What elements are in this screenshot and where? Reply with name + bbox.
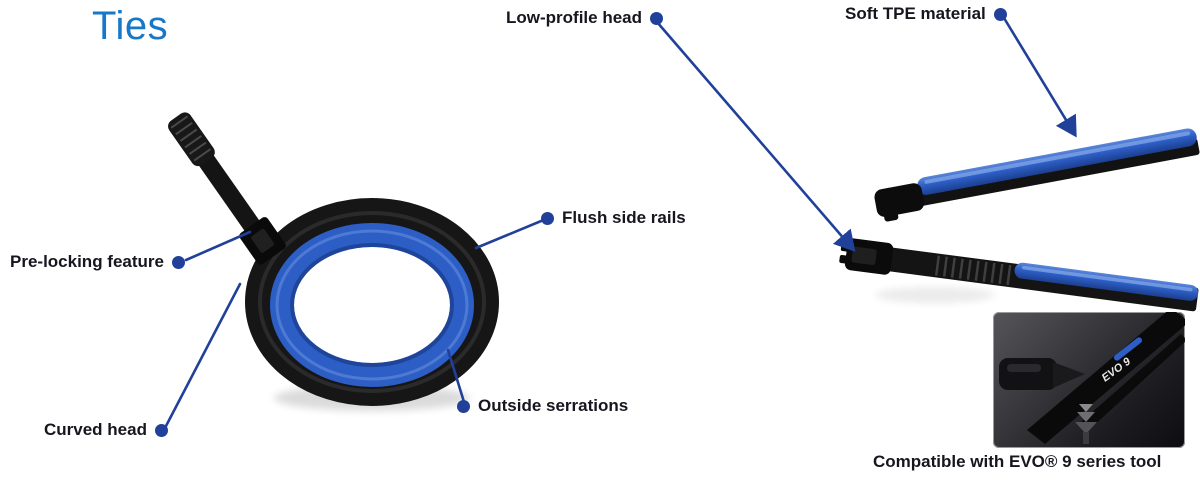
inset-tool-nose: [1053, 362, 1085, 388]
coil-head-pawl: [251, 228, 275, 253]
callout-low-profile-head-label: Low-profile head: [506, 8, 642, 27]
callout-dot: [457, 399, 470, 413]
inset-fir-tree-mount: [1075, 404, 1097, 444]
callout-lines: [164, 16, 1077, 428]
callout-outside-serrations: Outside serrations: [457, 396, 628, 416]
inset-photo-content: EVO 9: [999, 312, 1185, 444]
callout-line-soft-tpe: [1002, 16, 1077, 138]
inset-photo-evo-tool: EVO 9: [993, 312, 1185, 448]
straight-tie-upper: [874, 128, 1200, 222]
callout-line-flush-side-rails: [474, 217, 548, 250]
callout-soft-tpe-label: Soft TPE material: [845, 4, 986, 23]
inset-tool-body: [999, 358, 1057, 390]
inset-tie-strap-2: [1081, 334, 1185, 430]
page-title: Ties: [92, 4, 169, 48]
callout-dot: [541, 211, 554, 225]
callout-dot: [154, 423, 168, 437]
inset-caption: Compatible with EVO® 9 series tool: [873, 452, 1162, 471]
coil-head-and-tail: [168, 112, 286, 265]
callout-dot: [650, 11, 663, 25]
inset-tool-detail: [1007, 364, 1041, 372]
callout-line-outside-serrations: [446, 348, 466, 404]
callout-flush-side-rails-label: Flush side rails: [562, 208, 686, 227]
lower-tie-strip-highlight: [1021, 265, 1193, 292]
callout-dot: [172, 255, 185, 269]
coil-blue-highlight: [275, 229, 469, 381]
inset-tie-strap: [1027, 312, 1185, 444]
callout-line-curved-head: [164, 282, 242, 428]
lower-tie-head-prong-bottom: [839, 255, 850, 264]
lower-tie-head-pawl: [851, 246, 877, 266]
upper-tie-head-hook: [883, 210, 899, 222]
callout-flush-side-rails: Flush side rails: [541, 208, 686, 228]
callout-pre-locking: Pre-locking feature: [10, 252, 185, 272]
callout-curved-head-label: Curved head: [44, 420, 147, 439]
coil-tail-strap: [196, 151, 264, 237]
callout-low-profile-head: Low-profile head: [506, 8, 663, 28]
coil-blue-band: [270, 223, 474, 387]
straight-tie-lower: [839, 238, 1199, 312]
coil-band-highlight: [258, 211, 486, 393]
callout-soft-tpe: Soft TPE material: [845, 4, 1007, 24]
coiled-tie-illustration: [168, 112, 499, 406]
upper-tie-head: [874, 183, 925, 217]
lower-tie-shadow: [875, 287, 995, 303]
coil-tail-paddle: [168, 112, 215, 167]
callout-outside-serrations-label: Outside serrations: [478, 396, 629, 415]
callout-line-low-profile-head: [655, 20, 856, 252]
callout-curved-head: Curved head: [44, 420, 168, 440]
upper-tie-strip-highlight: [924, 131, 1190, 184]
coil-blue-shade: [290, 243, 454, 367]
callout-pre-locking-label: Pre-locking feature: [10, 252, 164, 271]
callout-line-pre-locking: [184, 230, 252, 262]
callout-dot: [993, 7, 1007, 21]
lower-tie-serrations: [934, 255, 1012, 286]
inset-blue-accent: [1113, 337, 1143, 361]
